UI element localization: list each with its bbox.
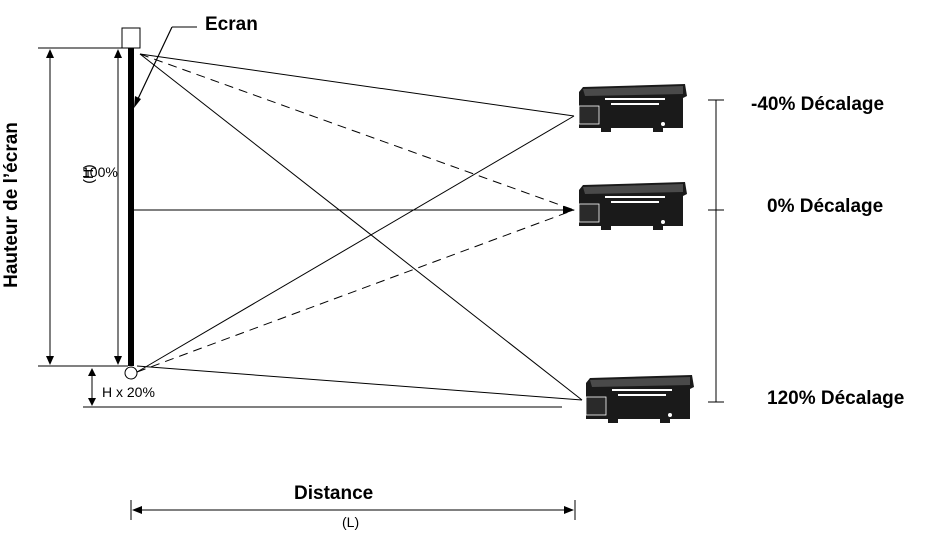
projector-label-middle: 0% Décalage — [767, 196, 884, 217]
offset-arrow-bottom — [88, 398, 96, 406]
percent-arrow-bottom — [114, 356, 122, 365]
beam-top-40 — [139, 53, 575, 117]
projector-top — [578, 84, 687, 132]
projector-label-bottom: 120% Décalage — [767, 388, 905, 409]
screen-height-label: Hauteur de l’écran — [1, 122, 22, 288]
beam-top-0 — [139, 53, 575, 211]
l-label: (L) — [342, 514, 360, 530]
screen-pointer-head — [134, 96, 141, 108]
distance-arrow-left — [132, 506, 142, 514]
percent-label: 100% — [82, 164, 118, 180]
beam-bottom-120 — [136, 365, 583, 401]
beam-bottom-40 — [136, 115, 575, 373]
projector-bottom — [585, 375, 694, 423]
beam-top-120 — [139, 53, 583, 401]
screen-top-box — [121, 27, 141, 49]
percent-arrow-top — [114, 49, 122, 58]
distance-arrow-right — [564, 506, 574, 514]
distance-label: Distance — [294, 483, 374, 504]
height-arrow-top — [46, 49, 54, 58]
beam-center-arrow — [563, 206, 575, 214]
screen-bottom-circle — [124, 366, 138, 380]
offset-label: H x 20% — [102, 384, 155, 400]
projector-label-top: -40% Décalage — [751, 94, 885, 115]
projector-middle — [578, 182, 687, 230]
screen-bar — [128, 48, 134, 366]
screen-label: Ecran — [205, 14, 258, 35]
offset-arrow-top — [88, 368, 96, 376]
beam-bottom-0 — [136, 209, 575, 373]
height-arrow-bottom — [46, 356, 54, 365]
